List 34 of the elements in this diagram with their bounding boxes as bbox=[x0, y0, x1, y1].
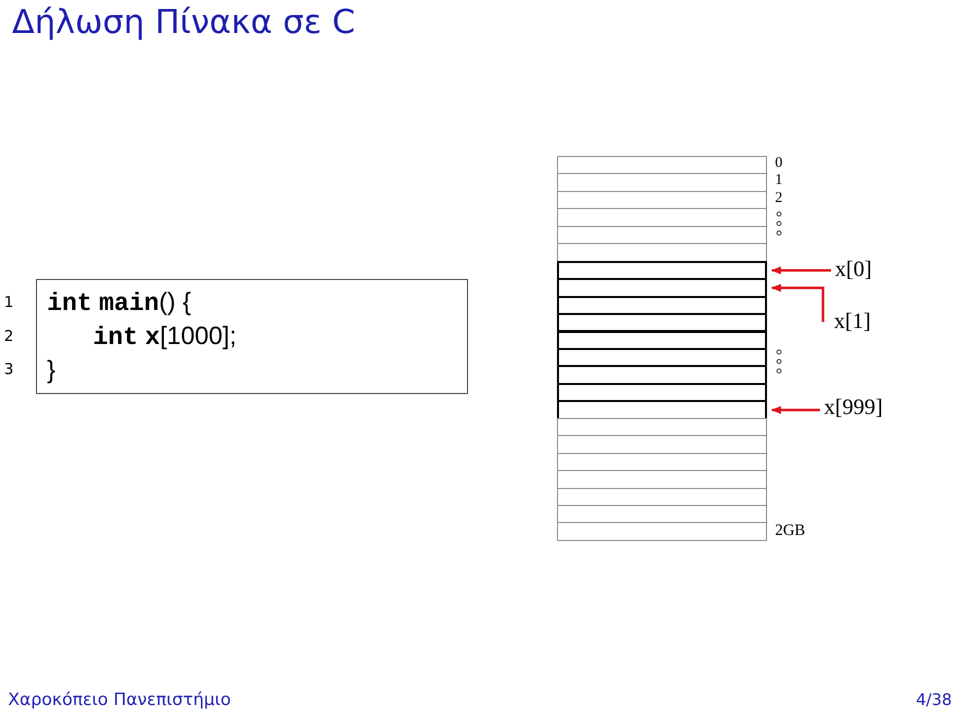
memory-cell bbox=[557, 313, 767, 332]
address-label: 2 bbox=[775, 190, 782, 207]
index-label: x[1] bbox=[834, 308, 871, 334]
address-label: 2GB bbox=[775, 522, 806, 540]
memory-cell bbox=[557, 488, 767, 506]
memory-cell bbox=[557, 365, 767, 385]
memory-cell bbox=[557, 505, 767, 524]
index-label: x[999] bbox=[824, 394, 883, 420]
memory-cell bbox=[557, 243, 767, 262]
code-line: } bbox=[47, 355, 56, 386]
memory-cell bbox=[557, 470, 767, 489]
memory-cell bbox=[557, 330, 767, 350]
memory-cell bbox=[557, 400, 767, 420]
memory-cell bbox=[557, 435, 767, 454]
memory-cell bbox=[557, 278, 767, 298]
code-line: int x[1000]; bbox=[92, 321, 238, 354]
code-line: int main() { bbox=[47, 287, 192, 320]
line-number: 1 bbox=[4, 293, 14, 311]
memory-cell bbox=[557, 156, 767, 174]
slide-title: Δήλωση Πίνακα σε C bbox=[12, 2, 356, 41]
address-label: 0 bbox=[775, 155, 782, 172]
memory-cell bbox=[557, 173, 767, 192]
memory-cell bbox=[557, 522, 767, 541]
memory-cell bbox=[557, 208, 767, 227]
arrow bbox=[771, 284, 824, 322]
arrow bbox=[771, 266, 831, 274]
line-number: 2 bbox=[4, 327, 14, 345]
code-box bbox=[36, 279, 468, 394]
index-label: x[0] bbox=[835, 256, 872, 282]
page-number: 4/38 bbox=[916, 690, 952, 709]
address-label: 1 bbox=[775, 172, 782, 189]
line-number: 3 bbox=[4, 360, 14, 378]
arrow bbox=[771, 406, 820, 414]
footer-text: Χαροκόπειο Πανεπιστήμιο bbox=[8, 690, 231, 710]
